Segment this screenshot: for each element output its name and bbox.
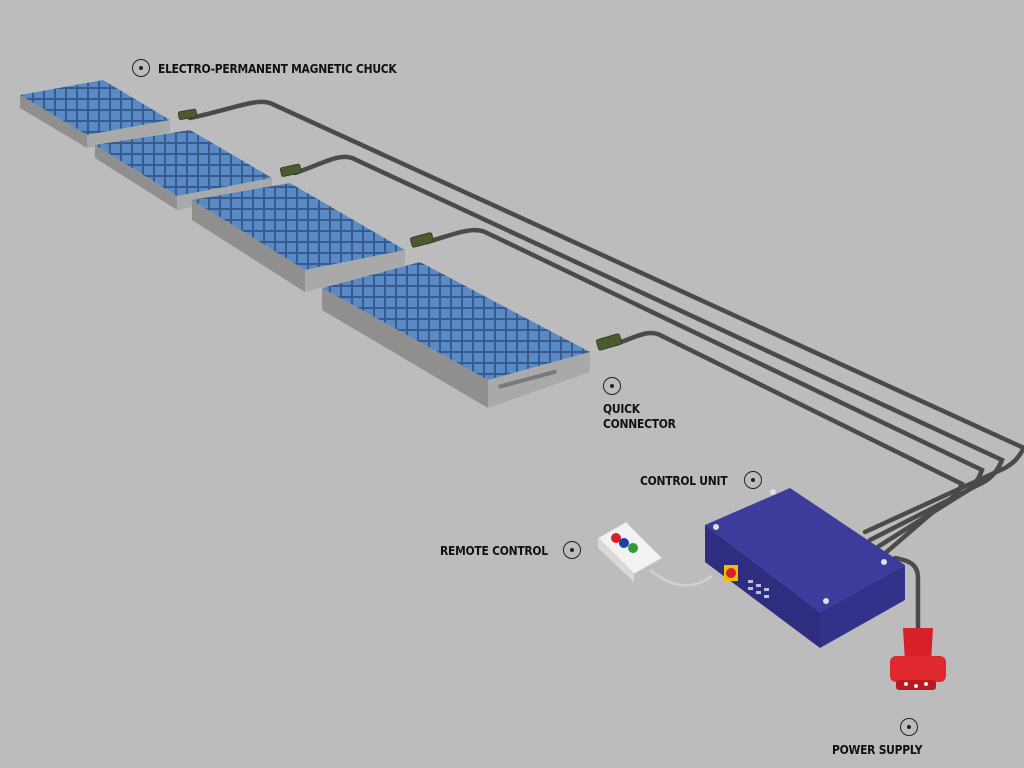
chuck-label-text: ELECTRO-PERMANENT MAGNETIC CHUCK xyxy=(158,60,397,76)
cable-3 xyxy=(424,227,985,551)
quick-connectors xyxy=(177,108,623,351)
chuck-4 xyxy=(322,262,590,408)
power-supply-label-text: POWER SUPPLY xyxy=(832,742,923,757)
power-supply-label: POWER SUPPLY xyxy=(832,714,952,757)
remote-control-label-text: REMOTE CONTROL xyxy=(440,542,548,558)
remote-control-device xyxy=(597,521,713,587)
quick-connector-label: QUICK CONNECTOR xyxy=(603,373,688,431)
control-unit-label-text: CONTROL UNIT xyxy=(640,472,728,488)
cable-4 xyxy=(612,330,965,559)
control-unit-marker-icon[interactable] xyxy=(743,471,762,489)
cable-2 xyxy=(292,154,1005,543)
quick-connector-label-line1: QUICK xyxy=(603,401,640,416)
chuck-label: ELECTRO-PERMANENT MAGNETIC CHUCK xyxy=(132,59,435,77)
remote-button-green xyxy=(628,543,638,553)
magnetic-chucks xyxy=(20,80,590,408)
chuck-1 xyxy=(20,80,170,148)
control-unit-label: CONTROL UNIT xyxy=(640,471,762,489)
power-cable xyxy=(892,555,921,631)
quick-connector-label-line2: CONNECTOR xyxy=(603,416,676,431)
quick-connector-marker-icon[interactable] xyxy=(603,377,621,395)
remote-button-blue xyxy=(619,538,629,548)
remote-button-red xyxy=(611,533,621,543)
control-unit-box xyxy=(705,488,905,648)
power-supply-marker-icon[interactable] xyxy=(900,718,918,736)
chuck-marker-icon[interactable] xyxy=(132,59,150,77)
chuck-3 xyxy=(192,183,405,292)
remote-control-label: REMOTE CONTROL xyxy=(440,541,582,559)
cables xyxy=(187,99,1024,631)
power-plug xyxy=(890,628,946,690)
remote-control-marker-icon[interactable] xyxy=(563,541,582,559)
cable-1 xyxy=(187,99,1024,535)
